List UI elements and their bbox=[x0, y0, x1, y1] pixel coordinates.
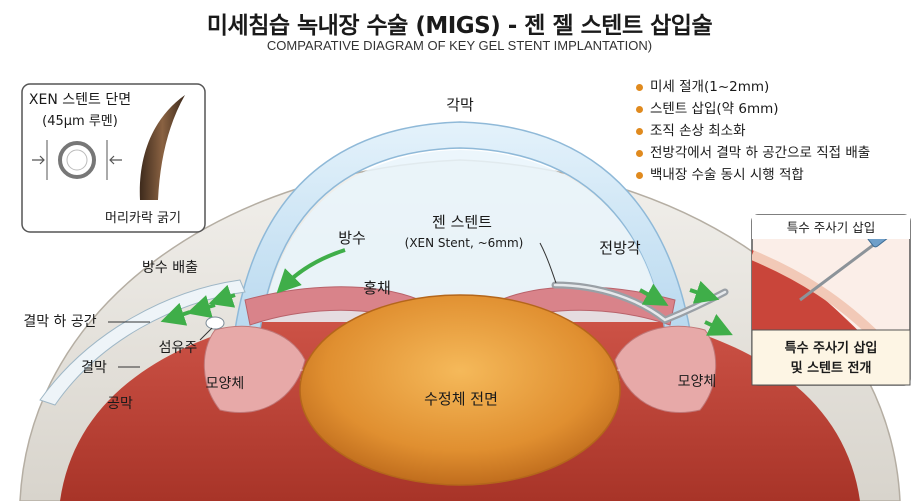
bullet-text: 백내장 수술 동시 시행 적합 bbox=[650, 167, 804, 183]
anterior-chamber bbox=[262, 150, 663, 322]
label-conjunctiva: 결막 bbox=[81, 360, 107, 376]
bullet-item: 미세 절개(1~2mm) bbox=[636, 76, 916, 98]
stent-callout-line bbox=[539, 242, 557, 284]
injector-needle-icon bbox=[799, 238, 881, 302]
inset-right-caption-2: 및 스텐트 전개 bbox=[791, 360, 872, 376]
bullet-dot-icon bbox=[636, 128, 643, 135]
trabecular-mesh bbox=[205, 316, 225, 330]
hair-strand-icon bbox=[139, 95, 185, 200]
inset-left-dimension: (45μm 루멘) bbox=[42, 114, 118, 129]
inset-right-title: 특수 주사기 삽입 bbox=[787, 220, 875, 235]
bullet-dot-icon bbox=[636, 172, 643, 179]
label-sclera: 공막 bbox=[107, 396, 133, 412]
bullet-item: 전방각에서 결막 하 공간으로 직접 배출 bbox=[636, 142, 916, 164]
bullet-item: 스텐트 삽입(약 6mm) bbox=[636, 98, 916, 120]
bullet-dot-icon bbox=[636, 150, 643, 157]
label-ciliary-left: 모양체 bbox=[206, 376, 245, 392]
label-ciliary-right: 모양체 bbox=[678, 374, 717, 390]
label-stent-detail: (XEN Stent, ~6mm) bbox=[405, 236, 524, 250]
inset-left-hair-label: 머리카락 굵기 bbox=[105, 211, 181, 226]
left-leader-lines bbox=[108, 321, 213, 368]
bullet-dot-icon bbox=[636, 84, 643, 91]
label-cornea: 각막 bbox=[446, 96, 474, 114]
label-lens: 수정체 전면 bbox=[424, 390, 498, 408]
lens-shape bbox=[299, 294, 621, 486]
bullet-item: 백내장 수술 동시 시행 적합 bbox=[636, 164, 916, 186]
ciliary-body-left bbox=[203, 325, 306, 414]
bullet-text: 스텐트 삽입(약 6mm) bbox=[650, 101, 779, 117]
page-title: 미세침습 녹내장 수술 (MIGS) - 젠 젤 스텐트 삽입술 bbox=[206, 13, 713, 39]
inset-left-title: XEN 스텐트 단면 bbox=[29, 92, 131, 108]
label-iris: 홍채 bbox=[363, 279, 391, 297]
inset-right-caption-1: 특수 주사기 삽입 bbox=[785, 340, 878, 356]
bullet-item: 조직 손상 최소화 bbox=[636, 120, 916, 142]
label-stent-name: 젠 스텐트 bbox=[432, 213, 492, 231]
benefit-bullet-list: 미세 절개(1~2mm) 스텐트 삽입(약 6mm) 조직 손상 최소화 전방각… bbox=[636, 76, 916, 186]
bullet-text: 조직 손상 최소화 bbox=[650, 123, 746, 139]
label-trabecular: 섬유주 bbox=[159, 340, 198, 356]
bullet-dot-icon bbox=[636, 106, 643, 113]
aqueous-flow-arrows bbox=[160, 248, 733, 336]
label-aqueous: 방수 bbox=[338, 229, 366, 247]
label-aqueous-drain: 방수 배출 bbox=[142, 260, 198, 276]
ciliary-body-right bbox=[614, 325, 717, 414]
bullet-text: 전방각에서 결막 하 공간으로 직접 배출 bbox=[650, 145, 871, 161]
inset-injector: 특수 주사기 삽입 특수 주사기 삽입 및 스텐트 전개 bbox=[751, 214, 911, 386]
bullet-text: 미세 절개(1~2mm) bbox=[650, 79, 770, 95]
dimension-arrow-left-icon bbox=[32, 155, 45, 165]
inset-xen-cross-section: XEN 스텐트 단면 (45μm 루멘) 머리카락 굵기 bbox=[21, 83, 206, 233]
label-anterior-angle: 전방각 bbox=[599, 239, 641, 257]
page-subtitle: COMPARATIVE DIAGRAM OF KEY GEL STENT IMP… bbox=[266, 38, 653, 53]
dimension-arrow-right-icon bbox=[109, 155, 122, 165]
label-subconj-space: 결막 하 공간 bbox=[23, 314, 96, 330]
